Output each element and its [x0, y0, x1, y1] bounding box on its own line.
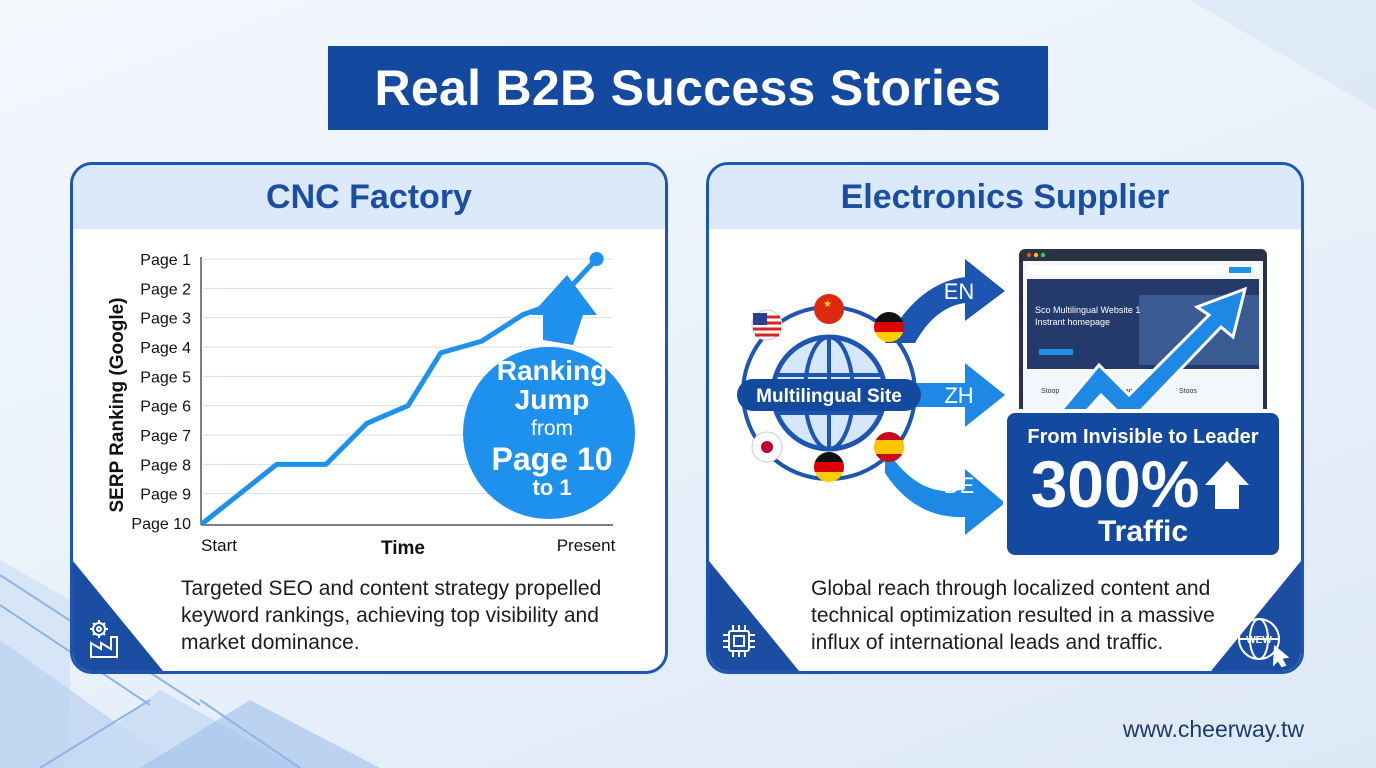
- arrow-zh: [909, 363, 1005, 427]
- page-title: Real B2B Success Stories: [374, 60, 1002, 116]
- y-tick-label: Page 4: [140, 340, 191, 357]
- mockup-col-1: Stoop: [1041, 388, 1059, 395]
- y-axis-label: SERP Ranking (Google): [107, 297, 128, 512]
- lang-zh: ZH: [944, 383, 973, 408]
- description-line: influx of international leads and traffi…: [811, 631, 1164, 654]
- card-title: CNC Factory: [266, 177, 472, 216]
- us-flag: [751, 309, 783, 341]
- y-tick-label: Page 6: [140, 399, 191, 416]
- x-tick-present: Present: [557, 536, 616, 555]
- y-tick-labels: Page 1 Page 2 Page 3 Page 4 Page 5 Page 6 Page…: [131, 252, 191, 533]
- y-tick-label: Page 9: [140, 487, 191, 504]
- factory-gear-icon: [90, 620, 118, 658]
- ranking-chart: SERP Ranking (Google) Page 1 Page 2 Page 3…: [107, 252, 635, 559]
- callout-bubble: [463, 347, 635, 519]
- description-line: Global reach through localized content a…: [811, 577, 1211, 600]
- arrow-de: [885, 447, 1005, 535]
- y-tick-label: Page 8: [140, 457, 191, 474]
- y-tick-label: Page 7: [140, 428, 191, 445]
- germany-flag: [874, 312, 904, 342]
- mockup-col-3: Stoos: [1179, 388, 1197, 395]
- chip-icon: [723, 625, 755, 657]
- y-tick-label: Page 2: [140, 281, 191, 298]
- ranking-points: [589, 252, 604, 266]
- electronics-supplier-card: Electronics Supplier Sco Multilingual We…: [706, 162, 1304, 674]
- callout-line-3: from: [531, 417, 573, 440]
- corner-decoration-right: WEW: [1211, 561, 1301, 671]
- arrow-en: [885, 259, 1005, 343]
- x-axis-label: Time: [381, 538, 425, 559]
- electronics-description: Global reach through localized content a…: [811, 575, 1215, 656]
- y-tick-label: Page 10: [131, 516, 191, 533]
- description-line: keyword rankings, achieving top visibili…: [181, 604, 599, 627]
- globe-label-box: [737, 379, 921, 411]
- mockup-line-2: Instrant homepage: [1035, 317, 1110, 327]
- cnc-description: Targeted SEO and content strategy propel…: [181, 575, 601, 656]
- x-tick-start: Start: [201, 536, 237, 555]
- stat-value: 300%: [1031, 447, 1200, 521]
- china-flag: ★: [814, 294, 844, 324]
- stat-box: [1003, 409, 1283, 559]
- spain-flag: [874, 432, 904, 462]
- www-globe-icon: [1238, 618, 1290, 668]
- corner-decoration: [73, 561, 163, 671]
- lang-de: DE: [944, 473, 975, 498]
- svg-text:★: ★: [823, 299, 832, 310]
- globe-label: Multilingual Site: [756, 386, 902, 407]
- multilingual-illustration: Sco Multilingual Website 1 Instrant home…: [737, 249, 1283, 559]
- title-banner: Real B2B Success Stories: [328, 46, 1048, 130]
- callout-line-5: to 1: [532, 475, 571, 500]
- description-line: Targeted SEO and content strategy propel…: [181, 577, 602, 600]
- callout-line-2: Jump: [515, 384, 590, 415]
- description-line: technical optimization resulted in a mas…: [811, 604, 1215, 627]
- description-line: market dominance.: [181, 631, 360, 654]
- card-title: Electronics Supplier: [840, 177, 1170, 216]
- y-tick-label: Page 3: [140, 311, 191, 328]
- mockup-line-1: Sco Multilingual Website 1: [1035, 305, 1140, 315]
- lang-en: EN: [944, 279, 975, 304]
- card-header: Electronics Supplier: [709, 165, 1301, 229]
- series-end-point: [589, 252, 604, 266]
- y-tick-label: Page 1: [140, 252, 191, 269]
- www-globe-text: WEW: [1246, 635, 1272, 646]
- callout-line-4: Page 10: [492, 441, 613, 477]
- cnc-factory-card: CNC Factory SERP Ranking (Google) Page 1…: [70, 162, 668, 674]
- stat-label: Traffic: [1098, 515, 1188, 548]
- card-header: CNC Factory: [73, 165, 665, 229]
- germany-flag: [814, 452, 844, 482]
- footer-url[interactable]: www.cheerway.tw: [1122, 716, 1304, 742]
- up-arrow: [531, 275, 597, 345]
- stat-headline: From Invisible to Leader: [1027, 426, 1258, 448]
- y-tick-label: Page 5: [140, 369, 191, 386]
- corner-decoration: [709, 561, 799, 671]
- up-arrow-icon: [1205, 461, 1249, 509]
- japan-flag: [751, 431, 783, 463]
- callout-line-1: Ranking: [497, 355, 607, 386]
